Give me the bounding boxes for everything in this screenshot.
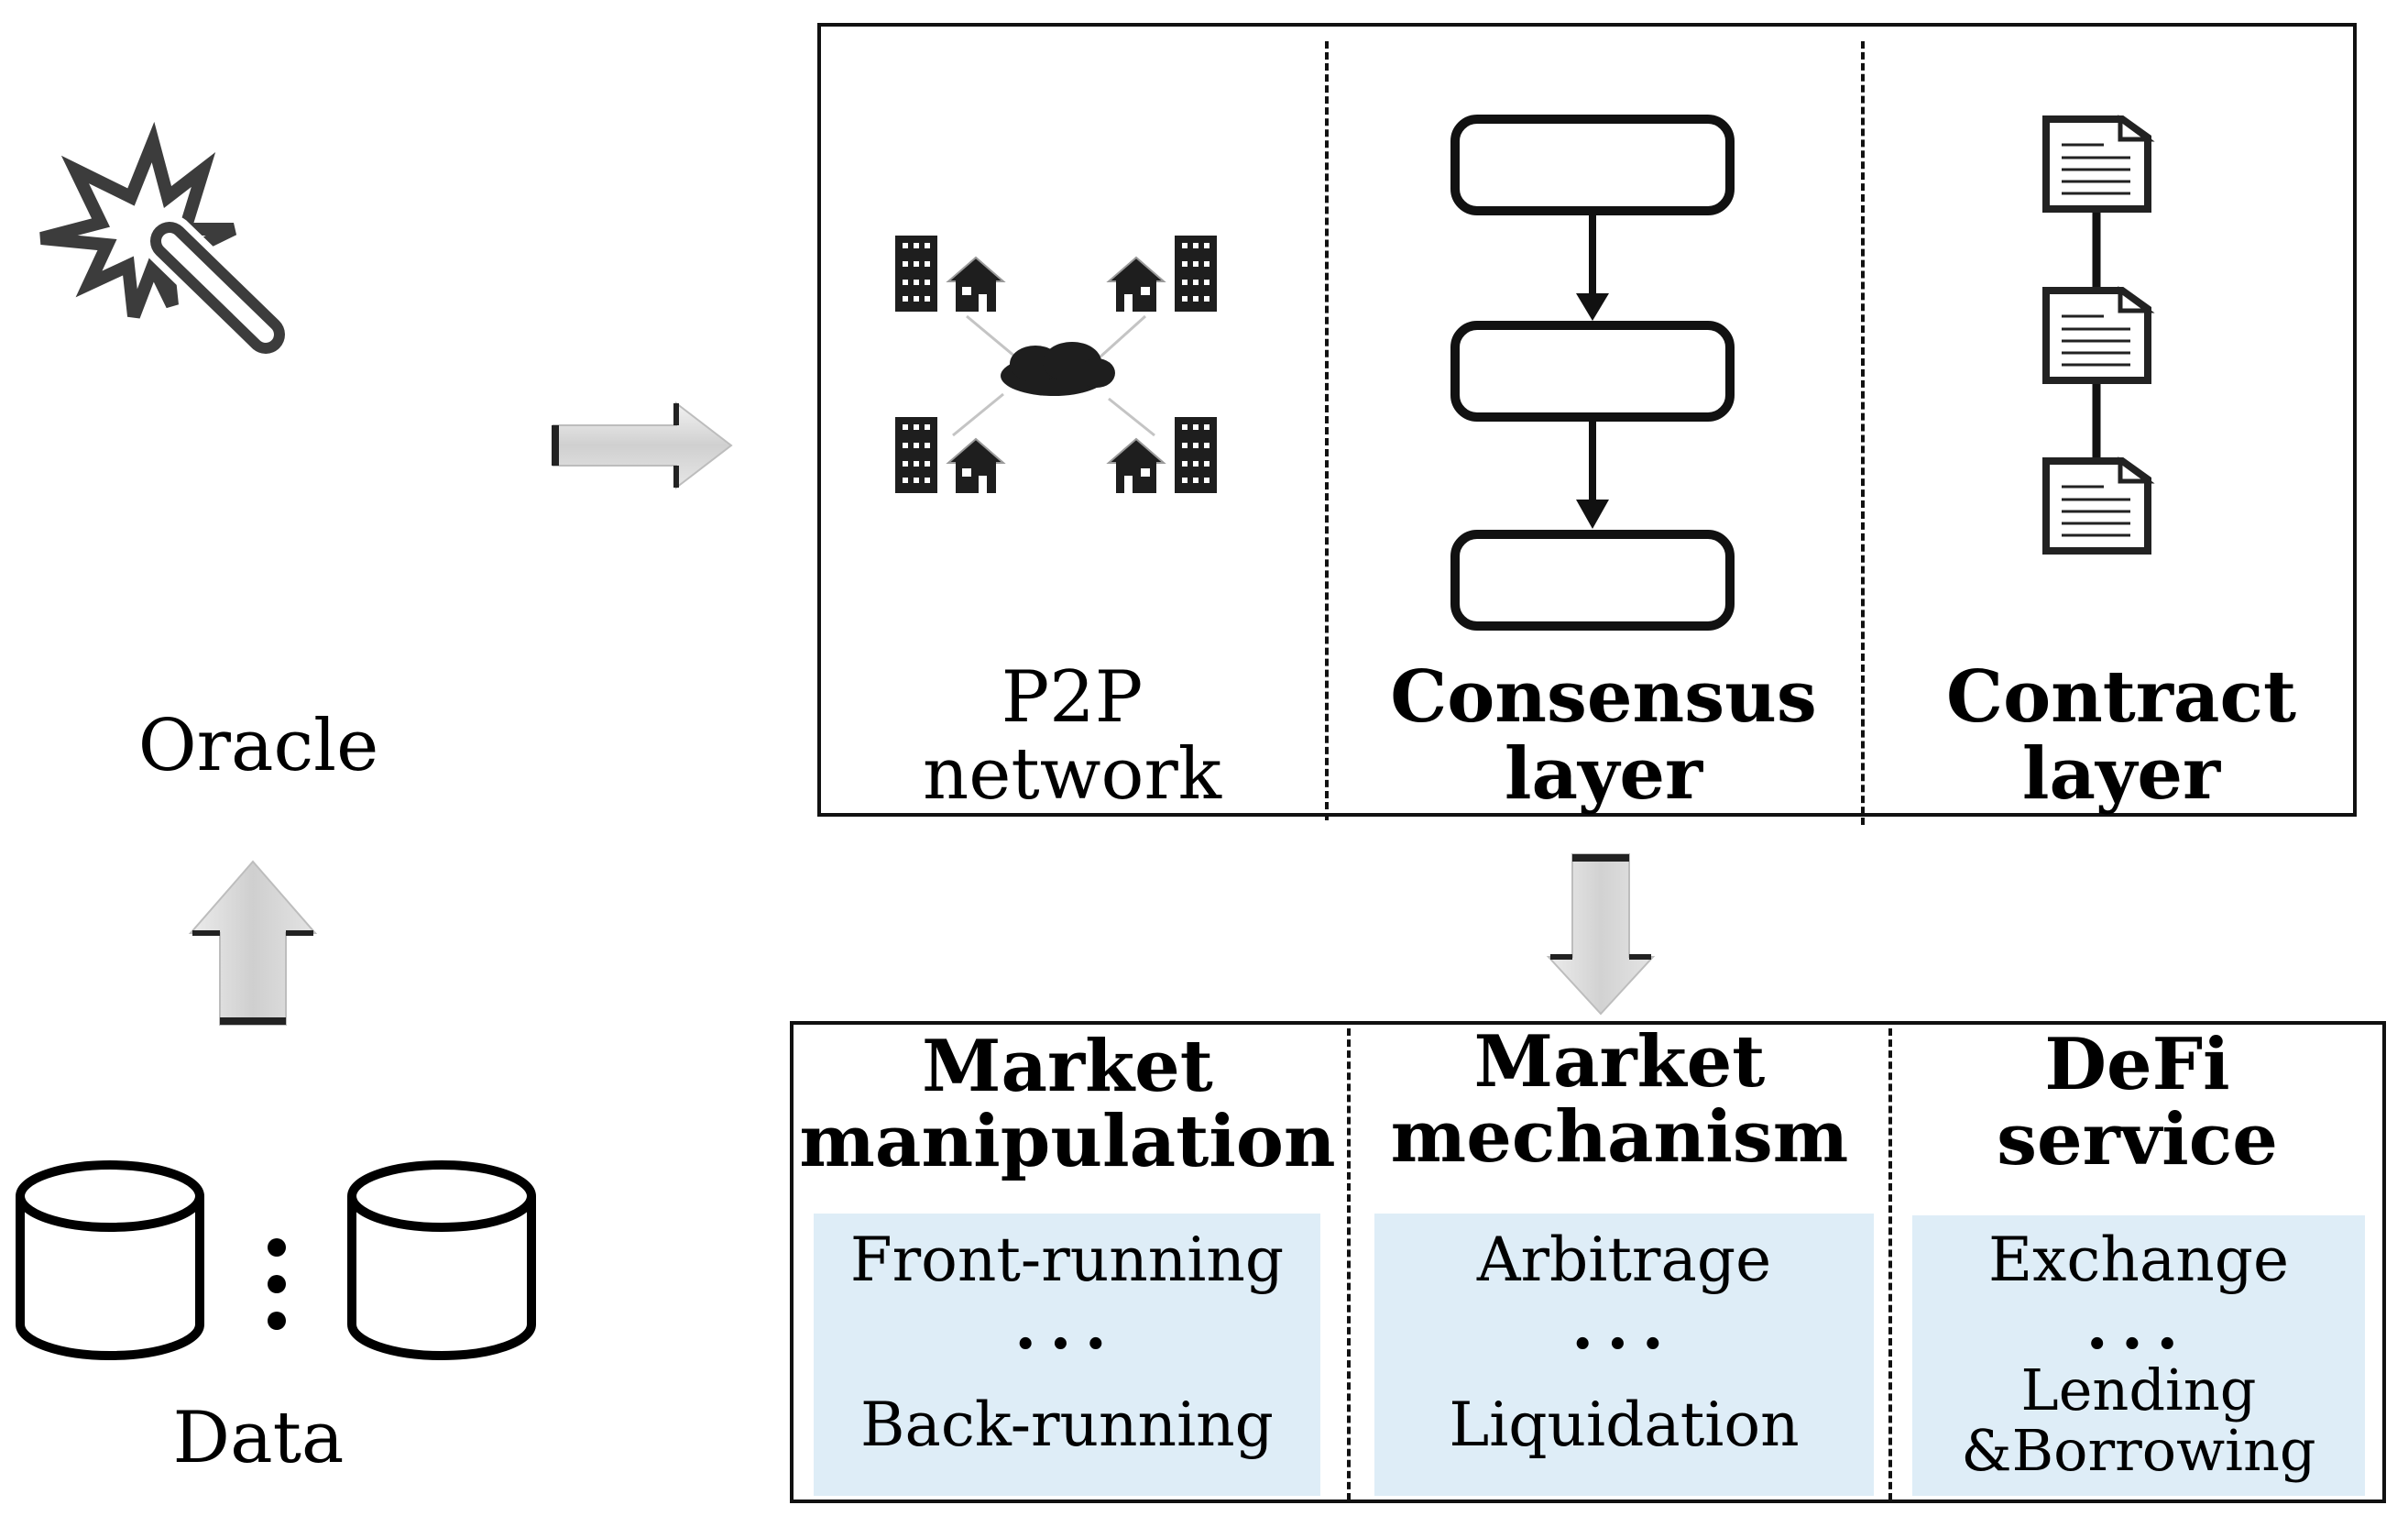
market-manipulation-panel: Front-running ... Back-running: [814, 1214, 1320, 1496]
magic-wand-icon: [39, 121, 292, 361]
market-mechanism-title: Market mechanism: [1356, 1027, 1883, 1173]
application-divider: [1347, 1028, 1351, 1500]
database-icon: [16, 1160, 204, 1360]
ellipsis: ...: [1571, 1288, 1678, 1364]
lending-item: Lending: [2020, 1357, 2257, 1423]
data-label: Data: [172, 1397, 345, 1479]
p2p-label-line1: P2P: [1001, 656, 1144, 739]
building-icon: [1175, 417, 1217, 493]
building-icon: [1175, 236, 1217, 312]
arbitrage-item: Arbitrage: [1476, 1225, 1772, 1295]
house-icon: [1106, 437, 1166, 493]
p2p-network-icon: [895, 236, 1217, 493]
consensus-label: Consensus layer: [1365, 662, 1842, 810]
document-icon: [2042, 286, 2155, 384]
arrow-down-icon: [1546, 853, 1656, 1016]
title-line1: Market: [1473, 1020, 1766, 1104]
cloud-icon: [1001, 342, 1115, 396]
title-line2: mechanism: [1390, 1095, 1849, 1179]
house-icon: [946, 256, 1006, 312]
title-line2: service: [1997, 1098, 2278, 1181]
block-chain-flow-icon: [1450, 115, 1735, 631]
p2p-label-line2: network: [922, 733, 1221, 816]
database-icon: [347, 1160, 536, 1360]
contract-label-line1: Contract: [1945, 655, 2296, 739]
title-line1: DeFi: [2044, 1023, 2230, 1106]
front-running-item: Front-running: [849, 1225, 1285, 1295]
exchange-item: Exchange: [1987, 1225, 2290, 1295]
ellipsis: ...: [1013, 1288, 1121, 1364]
house-icon: [1106, 256, 1166, 312]
back-running-item: Back-running: [860, 1390, 1274, 1460]
market-mechanism-panel: Arbitrage ... Liquidation: [1374, 1214, 1874, 1496]
linked-documents-icon: [2042, 115, 2155, 555]
document-icon: [2042, 456, 2155, 555]
title-line1: Market: [922, 1025, 1213, 1108]
arrow-up-icon: [188, 860, 318, 1026]
vertical-ellipsis-icon: [268, 1238, 286, 1330]
document-icon: [2042, 115, 2155, 213]
contract-label-line2: layer: [2021, 732, 2221, 816]
contract-label: Contract layer: [1888, 662, 2355, 810]
borrowing-item: &Borrowing: [1961, 1417, 2316, 1484]
defi-service-title: DeFi service: [1897, 1029, 2378, 1176]
liquidation-item: Liquidation: [1449, 1390, 1800, 1460]
consensus-label-line1: Consensus: [1390, 655, 1817, 739]
oracle-label: Oracle: [137, 705, 379, 787]
title-line2: manipulation: [799, 1100, 1336, 1183]
consensus-label-line2: layer: [1504, 732, 1703, 816]
house-icon: [946, 437, 1006, 493]
application-divider: [1888, 1028, 1892, 1500]
building-icon: [895, 236, 937, 312]
layer-divider: [1861, 41, 1865, 825]
defi-service-panel: Exchange ... Lending &Borrowing: [1912, 1215, 2365, 1496]
market-manipulation-title: Market manipulation: [797, 1031, 1338, 1178]
ellipsis: ...: [2085, 1288, 2192, 1364]
arrow-right-icon: [552, 401, 733, 490]
p2p-label: P2P network: [843, 662, 1301, 810]
layer-divider: [1325, 41, 1329, 820]
building-icon: [895, 417, 937, 493]
